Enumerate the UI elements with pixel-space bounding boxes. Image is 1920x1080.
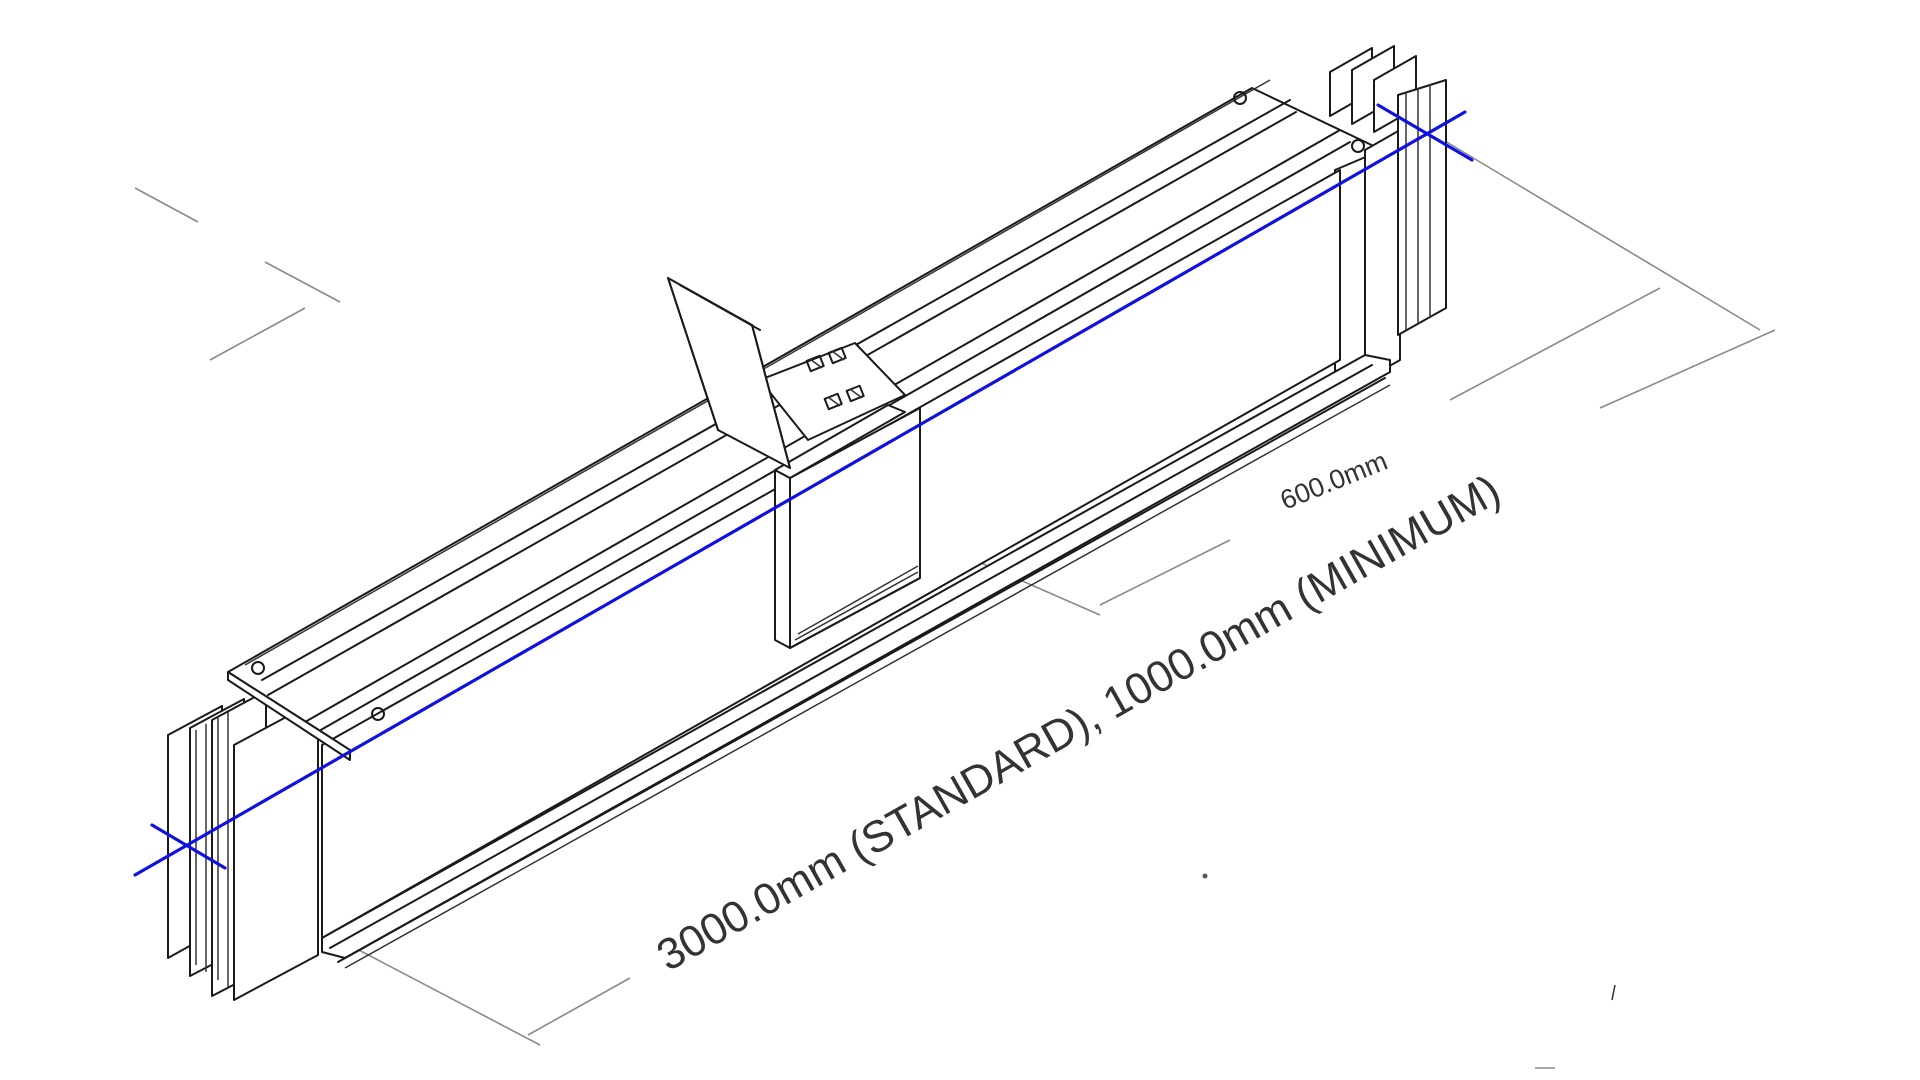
hinged-cover-flap — [667, 277, 791, 469]
left-conductor-plates — [167, 690, 319, 1001]
width-dimension-label: 600.0mm — [1276, 446, 1392, 516]
outlet-plate — [759, 342, 906, 441]
stray-marks — [1202, 873, 1616, 1069]
center-axis — [133, 103, 1474, 877]
cover-bolts — [251, 91, 1365, 721]
tap-off-box — [774, 404, 921, 649]
length-dimension-lines — [354, 137, 1776, 1046]
witness-lines-upper-left — [134, 187, 341, 361]
